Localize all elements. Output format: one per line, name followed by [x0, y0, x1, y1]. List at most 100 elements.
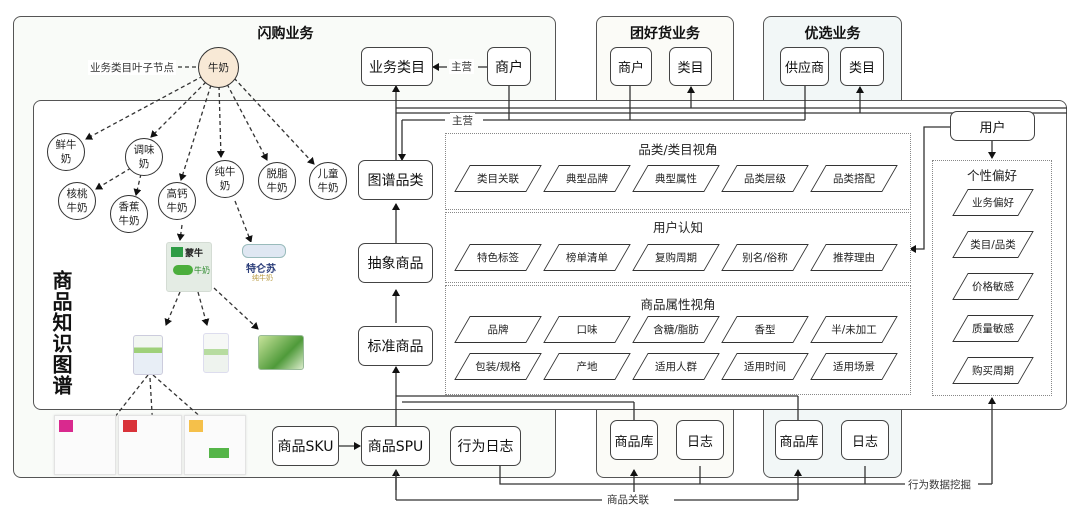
business-category-node[interactable]: 业务类目: [361, 47, 433, 86]
youxuan-product-repo-node[interactable]: 商品库: [775, 420, 823, 460]
taxonomy-grandchild-node[interactable]: 核桃牛奶: [58, 182, 96, 220]
store-card[interactable]: [118, 415, 182, 475]
attribute-item-label: 榜单清单: [566, 252, 608, 264]
product-link-label: 商品关联: [605, 492, 651, 507]
telunsu-product-text: 纯牛奶: [252, 274, 273, 282]
product-package-image[interactable]: [258, 335, 304, 370]
taxonomy-child-node[interactable]: 脱脂牛奶: [258, 162, 296, 200]
attribute-item[interactable]: 品类搭配: [818, 165, 890, 192]
attribute-item[interactable]: 适用人群: [640, 353, 712, 380]
attribute-item[interactable]: 含糖/脂肪: [640, 316, 712, 343]
attribute-item-label: 适用时间: [744, 361, 786, 373]
brand-mengniu-image[interactable]: 蒙牛 牛奶: [166, 242, 212, 292]
attribute-item[interactable]: 推荐理由: [818, 244, 890, 271]
attribute-item-label: 品牌: [487, 324, 509, 336]
user-cognition-title: 用户认知: [652, 220, 703, 235]
attribute-item[interactable]: 复购周期: [640, 244, 712, 271]
attribute-item[interactable]: 典型品牌: [551, 165, 623, 192]
youxuan-log-node[interactable]: 日志: [841, 420, 889, 460]
attribute-item-label: 香型: [754, 324, 776, 336]
attribute-item-label: 典型属性: [655, 173, 697, 185]
attribute-item[interactable]: 适用场景: [818, 353, 890, 380]
attribute-item[interactable]: 香型: [729, 316, 801, 343]
telunsu-logo-icon: [242, 244, 286, 258]
attribute-item-label: 推荐理由: [833, 252, 875, 264]
preference-item[interactable]: 价格敏感: [960, 273, 1026, 300]
attribute-item-label: 典型品牌: [566, 173, 608, 185]
taxonomy-grandchild-node[interactable]: 香蕉牛奶: [110, 195, 148, 233]
mengniu-logo-icon: [171, 247, 183, 257]
preference-item[interactable]: 质量敏感: [960, 315, 1026, 342]
attribute-item[interactable]: 别名/俗称: [729, 244, 801, 271]
preference-title: 个性偏好: [966, 168, 1017, 183]
attribute-item[interactable]: 产地: [551, 353, 623, 380]
attribute-item-label: 品类层级: [744, 173, 786, 185]
store-logo-icon: [189, 420, 203, 432]
product-package-image[interactable]: [203, 333, 229, 373]
mengniu-brand-text: 蒙牛: [185, 249, 204, 259]
store-card[interactable]: [54, 415, 116, 475]
attribute-item-label: 购买周期: [972, 365, 1014, 377]
attribute-item[interactable]: 半/未加工: [818, 316, 890, 343]
store-logo-icon: [59, 420, 73, 432]
attribute-item-label: 类目关联: [477, 173, 519, 185]
attribute-item-label: 口味: [576, 324, 598, 336]
category-view-title: 品类/类目视角: [638, 142, 718, 157]
attribute-item[interactable]: 包装/规格: [462, 353, 534, 380]
attribute-item-label: 含糖/脂肪: [653, 324, 699, 336]
taxonomy-child-node[interactable]: 高钙牛奶: [158, 182, 196, 220]
store-product-thumb: [209, 448, 229, 458]
tuan-log-node[interactable]: 日志: [676, 420, 724, 460]
taxonomy-child-node[interactable]: 调味奶: [125, 138, 163, 176]
tuan-merchant-node[interactable]: 商户: [610, 47, 652, 86]
attribute-item-label: 适用人群: [655, 361, 697, 373]
store-logo-icon: [123, 420, 137, 432]
brand-telunsu-image[interactable]: 特仑苏 纯牛奶: [240, 242, 286, 286]
tuan-product-repo-node[interactable]: 商品库: [610, 420, 658, 460]
preference-item[interactable]: 业务偏好: [960, 189, 1026, 216]
preference-item[interactable]: 购买周期: [960, 357, 1026, 384]
flash-merchant-node[interactable]: 商户: [487, 47, 531, 86]
attribute-item[interactable]: 口味: [551, 316, 623, 343]
attribute-item-label: 半/未加工: [831, 324, 877, 336]
taxonomy-child-node[interactable]: 儿童牛奶: [309, 162, 347, 200]
attribute-item-label: 类目/品类: [970, 239, 1016, 251]
attribute-item[interactable]: 类目关联: [462, 165, 534, 192]
attribute-item[interactable]: 品牌: [462, 316, 534, 343]
knowledge-graph-title: 商品知识图谱: [49, 270, 73, 396]
abstract-product-node[interactable]: 抽象商品: [358, 243, 433, 283]
youxuan-supplier-node[interactable]: 供应商: [780, 47, 829, 86]
taxonomy-child-node[interactable]: 纯牛奶: [206, 160, 244, 198]
tuan-category-node[interactable]: 类目: [669, 47, 712, 86]
attribute-item-label: 复购周期: [655, 252, 697, 264]
attribute-item[interactable]: 典型属性: [640, 165, 712, 192]
preference-item[interactable]: 类目/品类: [960, 231, 1026, 258]
attribute-item-label: 别名/俗称: [742, 252, 788, 264]
behavior-log-node[interactable]: 行为日志: [450, 426, 521, 466]
store-card[interactable]: [184, 415, 246, 475]
tuan-business-title: 团好货业务: [630, 26, 700, 42]
graph-main-business-label: 主营: [450, 113, 475, 128]
taxonomy-child-node[interactable]: 鲜牛奶: [47, 133, 85, 171]
product-package-image[interactable]: [133, 335, 163, 375]
attribute-item-label: 质量敏感: [972, 323, 1014, 335]
attribute-item[interactable]: 适用时间: [729, 353, 801, 380]
youxuan-category-node[interactable]: 类目: [840, 47, 884, 86]
attribute-item[interactable]: 特色标签: [462, 244, 534, 271]
flash-business-title: 闪购业务: [257, 26, 314, 42]
main-business-label: 主营: [449, 59, 474, 74]
mengniu-product-text: 牛奶: [194, 266, 210, 275]
standard-product-node[interactable]: 标准商品: [358, 326, 433, 366]
behavior-mining-label: 行为数据挖掘: [906, 477, 973, 492]
graph-category-node[interactable]: 图谱品类: [358, 160, 433, 200]
attribute-item-label: 品类搭配: [833, 173, 875, 185]
attribute-item[interactable]: 品类层级: [729, 165, 801, 192]
product-sku-node[interactable]: 商品SKU: [272, 426, 339, 466]
attribute-item-label: 价格敏感: [972, 281, 1014, 293]
attribute-item-label: 业务偏好: [972, 197, 1014, 209]
product-spu-node[interactable]: 商品SPU: [361, 426, 430, 466]
attribute-item[interactable]: 榜单清单: [551, 244, 623, 271]
user-node[interactable]: 用户: [950, 111, 1035, 141]
taxonomy-root-node[interactable]: 牛奶: [198, 47, 239, 88]
mengniu-badge-icon: [173, 265, 193, 275]
